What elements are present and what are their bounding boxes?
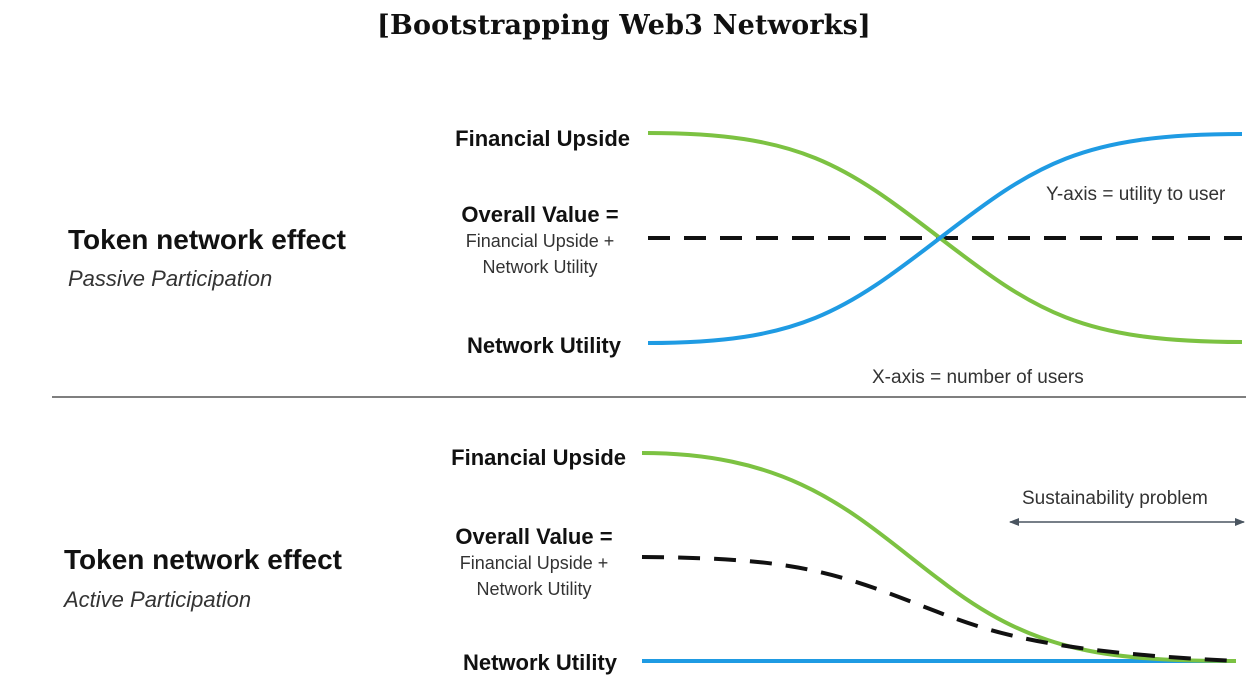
panel-1-overall-value-line1: Financial Upside + bbox=[465, 231, 615, 251]
panel-2-overall-value-label: Overall Value = Financial Upside + Netwo… bbox=[434, 524, 634, 602]
panel-2-overall-value-line1: Financial Upside + bbox=[459, 553, 609, 573]
panel-1-subtitle: Passive Participation bbox=[68, 266, 273, 291]
y-axis-note: Y-axis = utility to user bbox=[1046, 184, 1226, 205]
panel-2-financial-upside-label: Financial Upside bbox=[451, 445, 626, 470]
panel-2-financial-upside-curve bbox=[641, 451, 1237, 663]
sustainability-note: Sustainability problem bbox=[1022, 488, 1208, 509]
panel-2-title: Token network effect bbox=[64, 544, 342, 575]
panel-1-overall-value-line2: Network Utility bbox=[482, 257, 598, 277]
panel-1-overall-value-label: Overall Value = Financial Upside + Netwo… bbox=[440, 202, 640, 280]
panel-2-overall-value-line2: Network Utility bbox=[476, 579, 592, 599]
panel-1-network-utility-label: Network Utility bbox=[466, 333, 621, 358]
panel-2-network-utility-label: Network Utility bbox=[462, 650, 617, 675]
panel-1-network-utility-curve bbox=[647, 132, 1243, 345]
page-title: [Bootstrapping Web3 Networks] bbox=[376, 10, 872, 41]
panel-1-title: Token network effect bbox=[68, 224, 346, 255]
panel-1-financial-upside-label: Financial Upside bbox=[455, 126, 630, 151]
panel-1-overall-value-head: Overall Value = bbox=[461, 202, 619, 227]
panel-2-subtitle: Active Participation bbox=[64, 587, 252, 612]
panel-2-overall-value-head: Overall Value = bbox=[455, 524, 613, 549]
x-axis-note: X-axis = number of users bbox=[872, 367, 1084, 388]
panel-2-overall-value-curve bbox=[641, 555, 1237, 663]
